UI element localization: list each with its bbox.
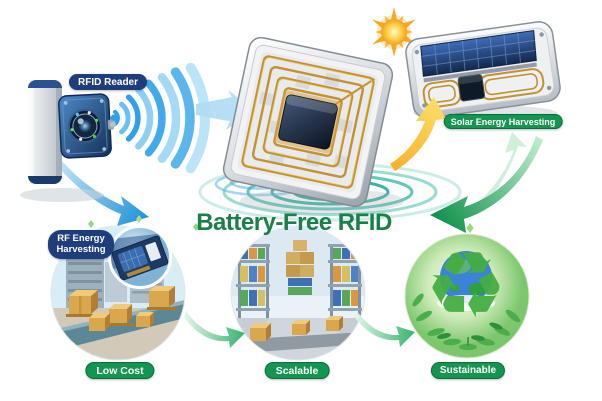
rf-energy-harvesting-label: RF Energy Harvesting xyxy=(48,230,114,259)
arrow-scalable-to-sustainable xyxy=(354,310,415,347)
solar-panel-icon xyxy=(420,29,537,83)
radio-waves-icon xyxy=(110,62,211,174)
reader-to-lowcost-arrow xyxy=(46,147,149,226)
recycle-icon: ♻ xyxy=(425,232,507,339)
arrow-lowcost-to-scalable xyxy=(184,311,245,348)
solar-return-arrow-light xyxy=(474,132,527,212)
sustainable-label: Sustainable xyxy=(430,362,506,379)
chip-to-solar-arrow xyxy=(390,97,446,171)
rfid-reader-device xyxy=(20,80,116,202)
cargo-boxes-icon xyxy=(66,286,177,331)
reader-lens-icon xyxy=(67,109,102,144)
sun-icon xyxy=(372,7,416,57)
solar-to-center-arrow xyxy=(430,136,543,233)
rfid-chip-tag xyxy=(222,36,394,208)
scalable-label: Scalable xyxy=(264,362,330,379)
solar-energy-harvesting-label: Solar Energy Harvesting xyxy=(443,114,563,129)
sustainable-photo: ♻ xyxy=(404,232,530,359)
leaves-icon xyxy=(412,293,521,351)
sparkle-icons xyxy=(88,215,474,233)
rf-tag-inset-photo xyxy=(108,225,172,289)
scalable-photo xyxy=(230,225,366,361)
rfid-reader-label: RFID Reader xyxy=(68,74,148,90)
box-stacks-icon xyxy=(286,240,314,295)
earth-globe-icon xyxy=(440,251,492,303)
solar-rfid-tag xyxy=(405,21,561,119)
page-title: Battery-Free RFID xyxy=(196,209,392,236)
low-cost-label: Low Cost xyxy=(85,362,155,379)
conveyor-boxes-icon xyxy=(250,316,343,341)
